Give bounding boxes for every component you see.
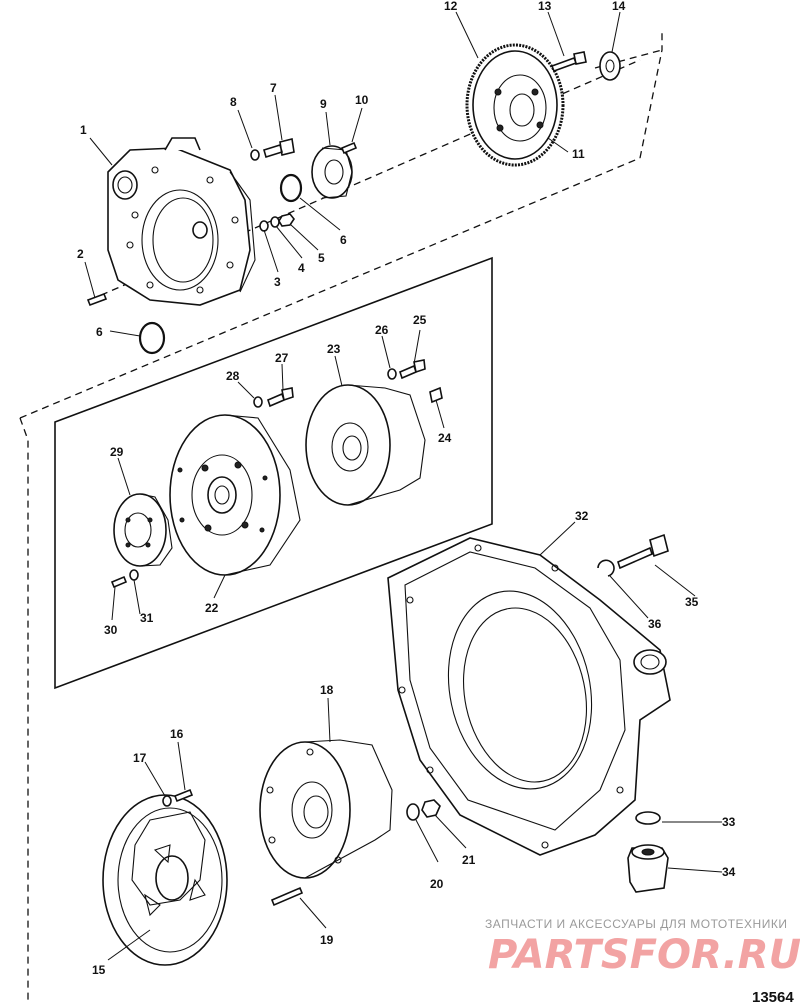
callout-17: 17 [133, 751, 147, 765]
callout-27: 27 [275, 351, 289, 365]
fitting-24 [429, 386, 443, 404]
washer-8 [250, 149, 260, 161]
callout-16: 16 [170, 727, 184, 741]
callout-25: 25 [413, 313, 427, 327]
stud-2 [86, 292, 108, 307]
flywheel-housing [107, 137, 256, 306]
callout-labels: 1 2 3 4 5 6 6 7 8 9 10 11 12 13 14 15 16… [77, 0, 736, 977]
callout-9: 9 [320, 97, 327, 111]
bolt-35 [617, 533, 669, 570]
drive-housing-18 [259, 739, 393, 879]
washer-20 [406, 803, 420, 821]
callout-20: 20 [430, 877, 444, 891]
flywheel-12 [465, 43, 565, 167]
callout-7: 7 [270, 81, 277, 95]
callout-19: 19 [320, 933, 334, 947]
screw-16 [173, 788, 194, 803]
o-ring-6-lower [138, 321, 166, 355]
callout-13: 13 [538, 0, 552, 13]
callout-23: 23 [327, 342, 341, 356]
callout-3: 3 [274, 275, 281, 289]
bearing-14 [599, 51, 621, 81]
callout-2: 2 [77, 247, 84, 261]
hub-29 [113, 493, 173, 567]
callout-1: 1 [80, 123, 87, 137]
bolt-10 [340, 141, 358, 155]
callout-18: 18 [320, 683, 334, 697]
lockwasher-36 [597, 559, 615, 577]
callout-8: 8 [230, 95, 237, 109]
callout-21: 21 [462, 853, 476, 867]
screw-30 [110, 575, 128, 589]
washer-4 [270, 216, 280, 228]
callout-28: 28 [226, 369, 240, 383]
callout-6a: 6 [96, 325, 103, 339]
callout-24: 24 [438, 431, 452, 445]
callout-35: 35 [685, 595, 699, 609]
callout-11: 11 [572, 147, 585, 161]
washer-33 [635, 811, 661, 825]
callout-14: 14 [612, 0, 626, 13]
callout-30: 30 [104, 623, 118, 637]
nut-21 [421, 799, 441, 818]
callout-34: 34 [722, 865, 736, 879]
nut-5 [278, 213, 295, 227]
flywheel-15 [102, 794, 228, 966]
bolt-7 [263, 138, 295, 159]
callout-32: 32 [575, 509, 589, 523]
washer-17 [162, 795, 172, 807]
figure-number: 13564 [752, 989, 794, 1006]
coupler-housing-23 [305, 384, 426, 506]
mount-34 [627, 844, 669, 893]
callout-31: 31 [140, 611, 154, 625]
callout-36: 36 [648, 617, 662, 631]
adapter-plate-9 [311, 145, 353, 199]
callout-15: 15 [92, 963, 106, 977]
watermark-tagline: ЗАПЧАСТИ И АКСЕССУАРЫ ДЛЯ МОТОТЕХНИКИ [485, 917, 787, 931]
bell-housing-32 [387, 537, 671, 856]
callout-10: 10 [355, 93, 369, 107]
leader-lines [84, 11, 723, 961]
drive-coupler-22 [169, 414, 301, 576]
callout-12: 12 [444, 0, 458, 13]
washer-28 [253, 396, 263, 408]
washer-31 [129, 569, 139, 581]
bolt-25 [399, 359, 426, 380]
callout-29: 29 [110, 445, 124, 459]
watermark-logo: PARTSFOR.RU [488, 932, 800, 978]
washer-3 [259, 220, 269, 232]
bolt-13 [550, 51, 587, 73]
callout-4: 4 [298, 261, 305, 275]
callout-22: 22 [205, 601, 219, 615]
stud-19 [270, 886, 304, 907]
callout-26: 26 [375, 323, 389, 337]
bolt-27 [267, 387, 294, 408]
coupler-inset-frame [54, 256, 493, 690]
callout-5: 5 [318, 251, 325, 265]
callout-6b: 6 [340, 233, 347, 247]
o-ring-6-upper [279, 173, 303, 203]
washer-26 [387, 368, 397, 380]
callout-33: 33 [722, 815, 736, 829]
